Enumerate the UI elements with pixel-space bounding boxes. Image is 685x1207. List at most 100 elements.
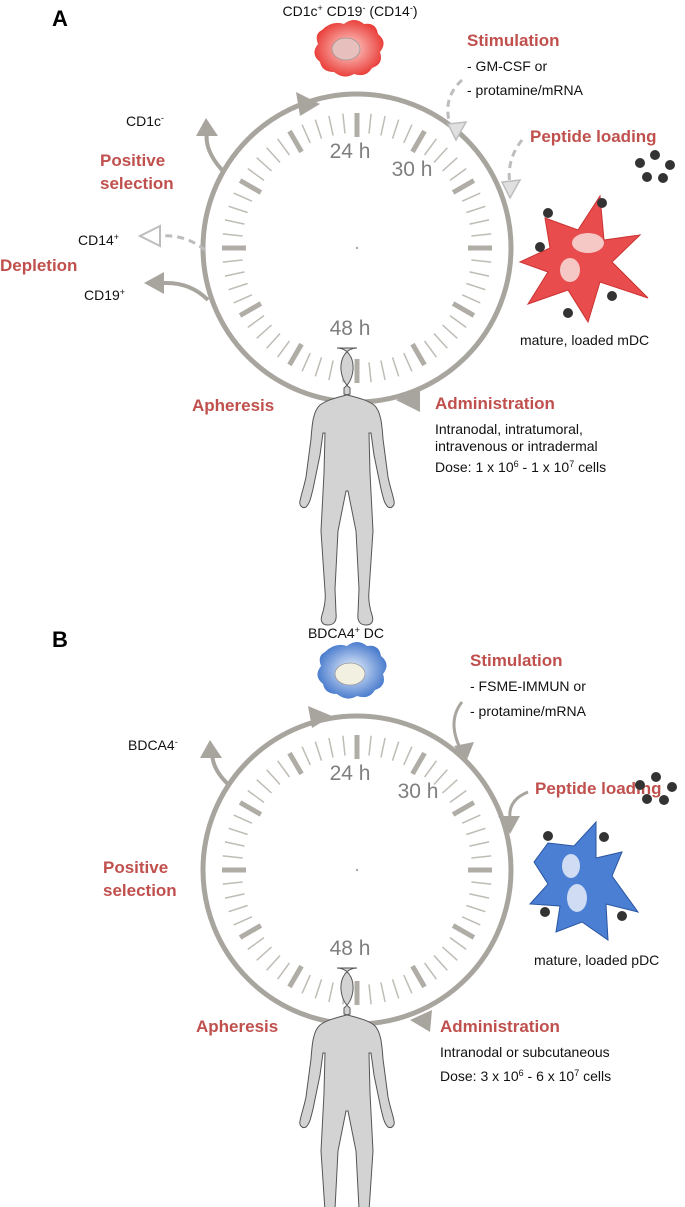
- ring-arrowhead-bottom-a: [396, 390, 420, 412]
- clock-tick-minor: [224, 893, 245, 899]
- clock-center-a: [355, 246, 359, 250]
- clock-tick-minor: [266, 769, 281, 786]
- clock-tick-minor: [233, 916, 253, 926]
- cell-blue-nucleus: [334, 662, 366, 686]
- clock-tick-minor: [328, 982, 334, 1003]
- administration-title-a: Administration: [435, 394, 555, 413]
- clock-tick-minor: [433, 954, 448, 971]
- clock-tick-minor: [471, 233, 492, 237]
- clock-tick-minor: [276, 760, 291, 778]
- administration-line1-b: Intranodal or subcutaneous: [440, 1044, 610, 1060]
- clock-tick-major: [238, 800, 263, 817]
- cell-label-a: CD1c+ CD19- (CD14-): [283, 3, 418, 19]
- clock-tick-minor: [222, 855, 243, 859]
- mdc-nucleus-2: [560, 258, 580, 282]
- clock-ticks-a: [222, 113, 492, 383]
- clock-tick-minor: [256, 157, 273, 172]
- stimulation-arrowhead-b: [454, 742, 474, 762]
- peptide-arrow-b: [508, 790, 529, 819]
- clock-tick-major: [451, 178, 476, 195]
- pdc-body: [528, 820, 640, 941]
- human-figure-a: [299, 347, 395, 626]
- clock-tick-minor: [368, 984, 372, 1005]
- clock-tick-minor: [368, 362, 372, 383]
- clock-tick-minor: [461, 916, 481, 926]
- clock-tick-minor: [403, 124, 413, 144]
- ring-arrowhead-bottom-b: [410, 1010, 432, 1032]
- clock-tick-major: [451, 800, 476, 817]
- clock-tick-minor: [449, 936, 467, 951]
- clock-tick-minor: [228, 282, 248, 291]
- clock-tick-minor: [466, 904, 486, 913]
- clock-tick-minor: [466, 205, 486, 214]
- positive-selection-line1-b: Positive: [103, 858, 168, 877]
- cd19-arrow: [163, 280, 210, 302]
- clock-tick-minor: [266, 332, 281, 349]
- clock-tick-minor: [471, 855, 492, 859]
- administration-b: Administration Intranodal or subcutaneou…: [440, 1017, 611, 1084]
- clock-tick-minor: [222, 259, 243, 263]
- cell-red-top: CD1c+ CD19- (CD14-): [283, 3, 418, 77]
- clock-tick-minor: [423, 962, 438, 980]
- peptide-loading-b: Peptide loading: [498, 772, 677, 834]
- clock-tick-major: [238, 301, 263, 318]
- clock-tick-minor: [328, 115, 334, 136]
- stimulation-a: Stimulation - GM-CSF or - protamine/mRNA: [446, 31, 584, 142]
- stimulation-arrowhead-a: [446, 121, 468, 142]
- peptide-arrowhead-a: [500, 179, 522, 200]
- clock-tick-minor: [301, 974, 311, 994]
- stimulation-line1-b: - FSME-IMMUN or: [470, 678, 586, 694]
- clock-tick-minor: [228, 904, 248, 913]
- cell-blue-top: BDCA4+ DC: [308, 625, 387, 699]
- stimulation-line1-a: - GM-CSF or: [467, 58, 547, 74]
- bdca4-arrowhead: [200, 740, 222, 758]
- apheresis-a: Apheresis: [192, 396, 274, 415]
- administration-dose-b: Dose: 3 x 106 - 6 x 107 cells: [440, 1068, 611, 1084]
- clock-tick-minor: [461, 294, 481, 304]
- peptide-arrow-a: [507, 139, 524, 186]
- clock-tick-minor: [256, 779, 273, 794]
- positive-selection-line2-a: selection: [100, 174, 174, 193]
- clock-tick-minor: [276, 138, 291, 156]
- clock-tick-minor: [342, 735, 346, 756]
- clock-tick-minor: [224, 271, 245, 277]
- cd1c-arrowhead: [196, 118, 218, 136]
- clock-tick-major: [410, 342, 427, 367]
- stimulation-title-a: Stimulation: [467, 31, 560, 50]
- cd1c-neg-label: CD1c-: [126, 113, 164, 129]
- clock-tick-minor: [342, 113, 346, 134]
- cd14-arrowhead: [137, 224, 161, 248]
- time-30h-a: 30 h: [392, 158, 433, 181]
- time-48h-a: 48 h: [330, 317, 371, 340]
- clock-tick-major: [287, 964, 304, 989]
- clock-tick-major: [451, 923, 476, 940]
- stimulation-line2-b: - protamine/mRNA: [470, 703, 587, 719]
- clock-tick-major: [287, 342, 304, 367]
- administration-line2-a: intravenous or intradermal: [435, 438, 598, 454]
- clock-tick-minor: [247, 167, 265, 182]
- clock-tick-minor: [276, 340, 291, 358]
- administration-title-b: Administration: [440, 1017, 560, 1036]
- marker-bdca4-neg: BDCA4-: [128, 737, 232, 788]
- mature-mdc: mature, loaded mDC: [518, 194, 649, 348]
- clock-tick-minor: [391, 357, 400, 377]
- cd19-pos-label: CD19+: [84, 287, 125, 303]
- clock-tick-major: [410, 129, 427, 154]
- cd14-pos-label: CD14+: [78, 232, 119, 248]
- clock-tick-minor: [233, 294, 253, 304]
- clock-tick-minor: [469, 893, 490, 899]
- clock-tick-minor: [228, 205, 248, 214]
- clock-tick-major: [238, 923, 263, 940]
- clock-tick-major: [287, 129, 304, 154]
- clock-tick-minor: [314, 741, 323, 761]
- time-48h-b: 48 h: [330, 937, 371, 960]
- clock-ticks-b: [222, 735, 492, 1005]
- positive-selection-line1-a: Positive: [100, 151, 165, 170]
- time-30h-b: 30 h: [398, 780, 439, 803]
- clock-tick-minor: [368, 735, 372, 756]
- mature-label-a: mature, loaded mDC: [520, 332, 649, 348]
- clock-tick-minor: [441, 324, 458, 339]
- peptide-loading-title-b: Peptide loading: [535, 779, 662, 798]
- mdc-body: [518, 194, 649, 324]
- clock-tick-minor: [256, 324, 273, 339]
